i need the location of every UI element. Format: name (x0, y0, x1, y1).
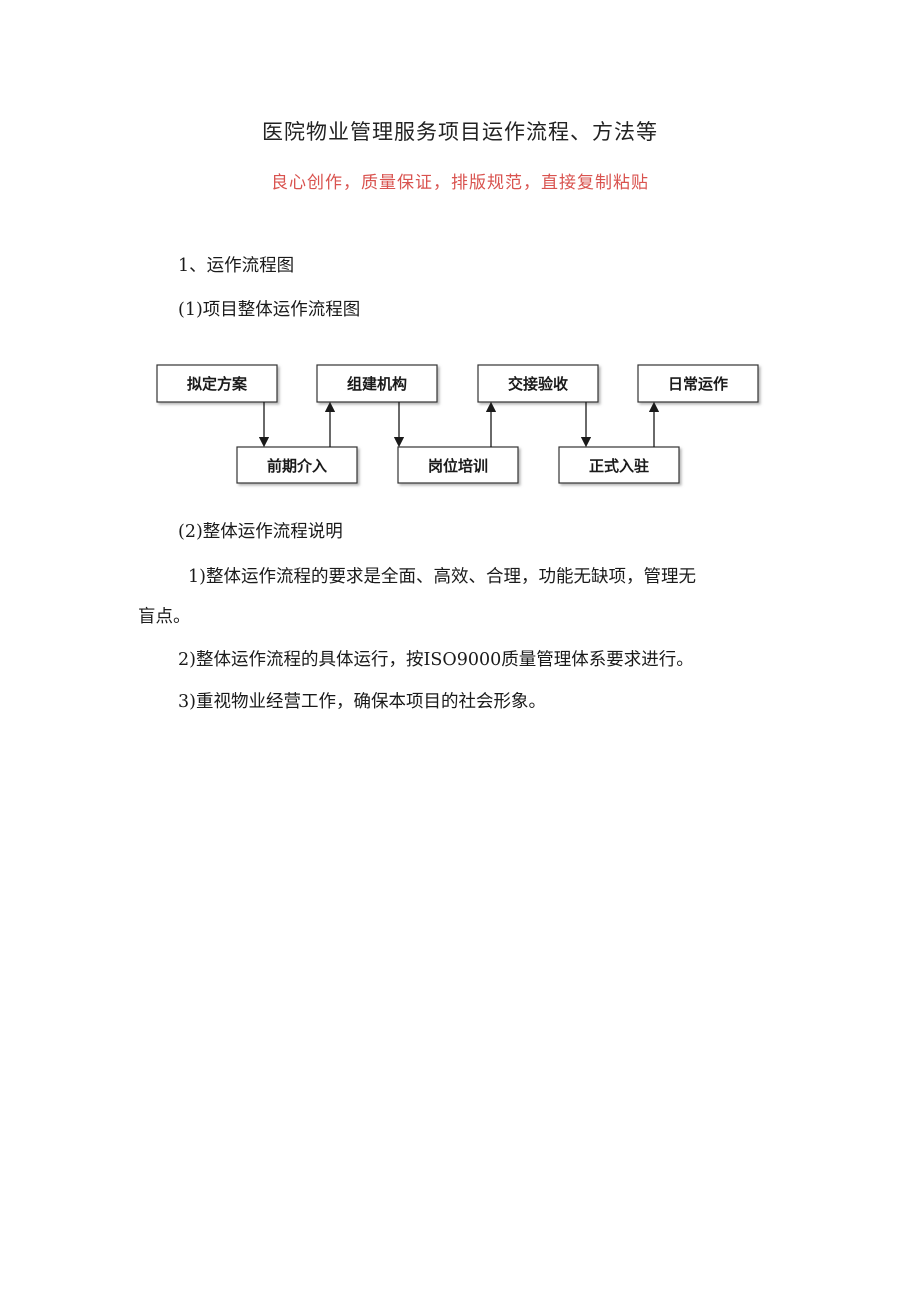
flow-step-label: 交接验收 (508, 375, 568, 393)
flow-step-build-org: 组建机构 (316, 364, 438, 403)
flow-step-label: 岗位培训 (428, 457, 488, 475)
flow-step-label: 组建机构 (347, 375, 407, 393)
flow-step-daily-operation: 日常运作 (637, 364, 759, 403)
flow-step-label: 正式入驻 (589, 457, 649, 475)
flow-step-label: 日常运作 (668, 375, 728, 393)
description-heading: (2)整体运作流程说明 (178, 522, 343, 542)
flow-step-label: 前期介入 (267, 457, 327, 475)
flow-step-training: 岗位培训 (397, 446, 519, 484)
item-2: 2)整体运作流程的具体运行，按ISO9000质量管理体系要求进行。 (178, 650, 694, 670)
flow-step-move-in: 正式入驻 (558, 446, 680, 484)
flowchart-svg: 拟定方案 组建机构 交接验收 日常运作 前期介入 岗位培训 正式入驻 (156, 364, 759, 484)
item-3: 3)重视物业经营工作，确保本项目的社会形象。 (178, 692, 546, 712)
flow-step-label: 拟定方案 (187, 375, 248, 393)
item-1-line-1: 1)整体运作流程的要求是全面、高效、合理，功能无缺项，管理无 (188, 567, 696, 587)
operation-flowchart: 拟定方案 组建机构 交接验收 日常运作 前期介入 岗位培训 正式入驻 (150, 355, 770, 490)
flow-step-handover: 交接验收 (477, 364, 599, 403)
flow-step-early-involvement: 前期介入 (236, 446, 358, 484)
flowchart-heading: (1)项目整体运作流程图 (178, 300, 361, 320)
flow-step-draft-plan: 拟定方案 (156, 364, 278, 403)
item-1-line-2: 盲点。 (138, 607, 191, 627)
section-heading: 1、运作流程图 (178, 256, 295, 276)
document-subtitle: 良心创作，质量保证，排版规范，直接复制粘贴 (271, 173, 649, 193)
document-title: 医院物业管理服务项目运作流程、方法等 (262, 120, 658, 144)
